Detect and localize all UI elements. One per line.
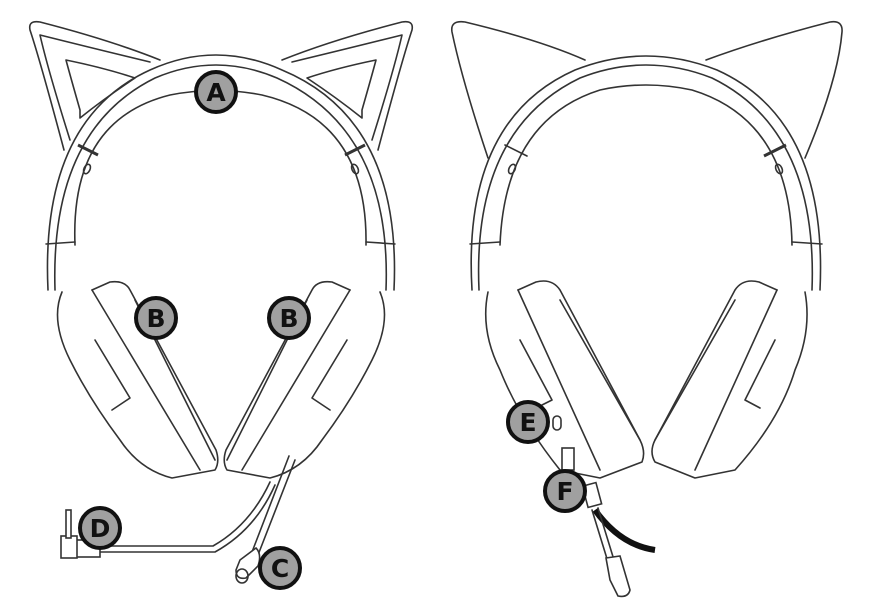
ear-cup-left-rear (484, 280, 645, 479)
callout-b-left: B (134, 296, 178, 340)
callout-label: F (556, 476, 574, 506)
callout-label: C (270, 553, 290, 583)
callout-a: A (194, 70, 238, 114)
callout-f: F (543, 469, 587, 513)
cat-ear-left (28, 20, 161, 151)
callout-label: A (206, 77, 226, 107)
callout-label: B (146, 303, 166, 333)
callout-label: D (89, 513, 111, 543)
cat-ear-right (281, 20, 414, 151)
cat-ear-left-rear (450, 20, 586, 159)
power-button (552, 415, 562, 431)
audio-cable (60, 481, 276, 559)
cat-ear-right-rear (705, 20, 843, 159)
callout-label: E (519, 407, 537, 437)
usb-cable (581, 481, 656, 598)
ear-cup-right-rear (651, 280, 808, 479)
headband-rear (469, 55, 823, 291)
mic-boom (235, 455, 296, 584)
callout-c: C (258, 546, 302, 590)
usb-port (561, 447, 575, 471)
callout-e: E (506, 400, 550, 444)
callout-label: B (279, 303, 299, 333)
callout-b-right: B (267, 296, 311, 340)
callout-d: D (78, 506, 122, 550)
